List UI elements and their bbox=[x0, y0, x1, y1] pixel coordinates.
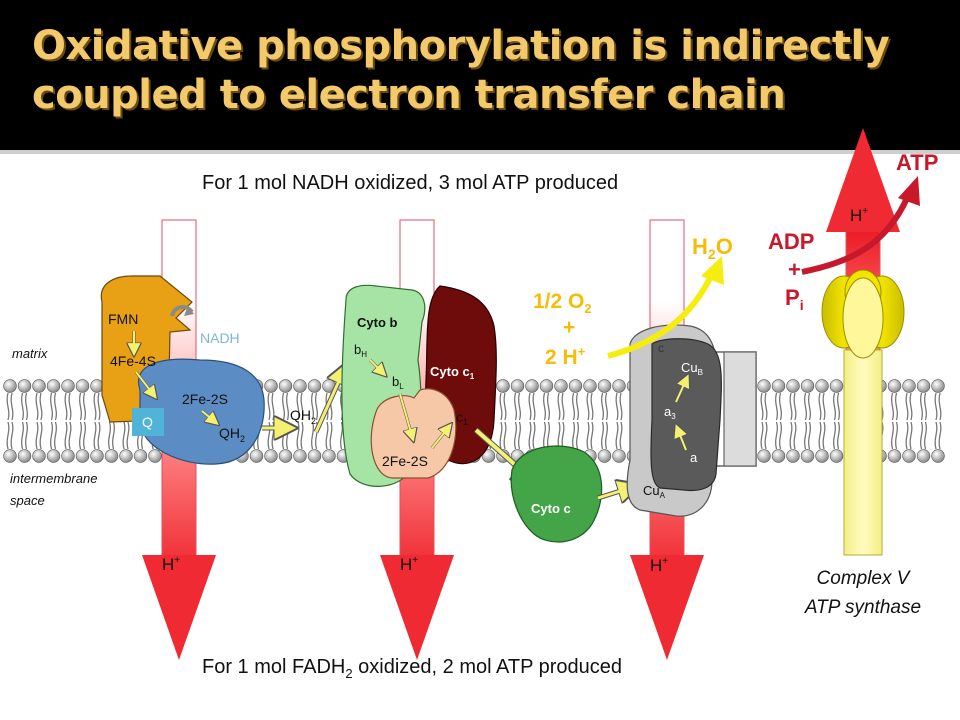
atp-synthase: ADP + Pi ATP bbox=[768, 150, 938, 556]
slide-title-line-1: Oxidative phosphorylation is indirectly bbox=[32, 23, 890, 69]
slide-title: Oxidative phosphorylation is indirectly … bbox=[32, 22, 942, 120]
proton-label-3: H+ bbox=[650, 556, 668, 575]
fmn-label: FMN bbox=[108, 311, 138, 327]
proton-label-4: H+ bbox=[850, 206, 868, 225]
a-label: a bbox=[690, 450, 698, 465]
cub-label: CuB bbox=[681, 360, 703, 377]
fadh2-caption: For 1 mol FADH2 oxidized, 2 mol ATP prod… bbox=[202, 656, 622, 681]
cua-label: CuA bbox=[643, 483, 666, 500]
o2-plus-label: + bbox=[563, 316, 575, 339]
nadh-caption: For 1 mol NADH oxidized, 3 mol ATP produ… bbox=[202, 172, 618, 194]
qh2-label-c1: QH2 bbox=[219, 425, 245, 444]
h2o-label: H2O bbox=[692, 234, 733, 262]
qh2-shuttle: QH2 bbox=[262, 372, 343, 432]
fes2-label-c1: 2Fe-2S bbox=[182, 391, 228, 407]
matrix-label: matrix bbox=[12, 346, 48, 361]
proton-label-1: H+ bbox=[162, 555, 180, 574]
a3-label: a3 bbox=[664, 404, 676, 421]
fes2-label-c3: 2Fe-2S bbox=[382, 453, 428, 469]
adp-plus-label: + bbox=[788, 257, 801, 282]
atp-label: ATP bbox=[896, 150, 938, 175]
title-divider bbox=[0, 150, 960, 154]
o2-label: 1/2 O2 bbox=[533, 290, 592, 316]
cytochrome-c: Cyto c bbox=[510, 445, 630, 543]
bh-label: bH bbox=[354, 342, 367, 359]
intermembrane-label-2: space bbox=[10, 493, 45, 508]
cyto-b-label: Cyto b bbox=[357, 315, 398, 330]
bl-label: bL bbox=[392, 374, 404, 391]
intermembrane-label-1: intermembrane bbox=[10, 471, 97, 486]
cyto-c1-label: Cyto c1 bbox=[430, 364, 475, 381]
pi-label: Pi bbox=[785, 285, 804, 313]
slide-title-line-2: coupled to electron transfer chain bbox=[32, 72, 786, 118]
complex5-label-1: Complex V bbox=[817, 568, 912, 589]
cyto-c-label: Cyto c bbox=[531, 501, 571, 516]
fes4-label: 4Fe-4S bbox=[110, 353, 156, 369]
title-bar bbox=[0, 0, 960, 150]
c-mark-label: c bbox=[658, 341, 664, 355]
complex-1: FMN 4Fe-4S 2Fe-2S Q QH2 NADH bbox=[100, 275, 265, 465]
complex-4: c CuB a3 a CuA bbox=[626, 324, 757, 517]
oxygen-reduction: 1/2 O2 + 2 H+ H2O bbox=[533, 234, 733, 369]
adp-label: ADP bbox=[768, 229, 814, 254]
qh2-carrier-label: QH2 bbox=[290, 407, 316, 426]
c1-label: c1 bbox=[456, 409, 468, 427]
nadh-label: NADH bbox=[200, 330, 240, 346]
complex5-label-2: ATP synthase bbox=[804, 597, 921, 618]
two-h-label: 2 H+ bbox=[545, 344, 586, 369]
q-label: Q bbox=[142, 414, 153, 430]
proton-label-2: H+ bbox=[400, 555, 418, 574]
